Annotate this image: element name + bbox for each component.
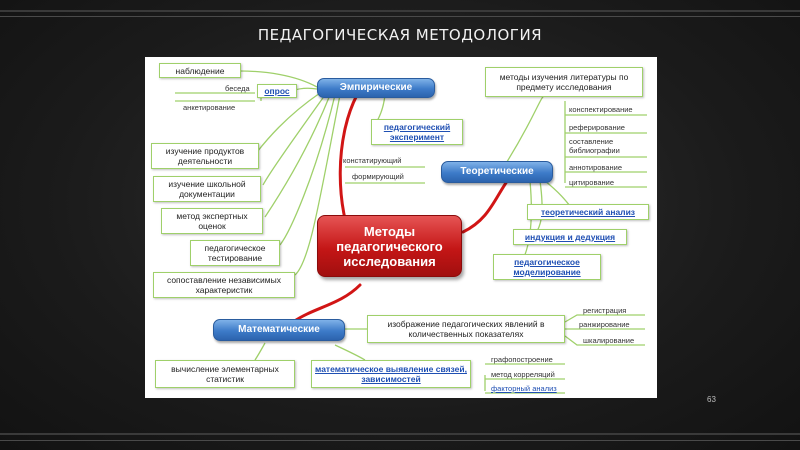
- leaf-citing: цитирование: [569, 178, 615, 187]
- leaf-ascertaining: констатирующий: [343, 156, 402, 165]
- node-modeling: педагогическое моделирование: [493, 254, 601, 280]
- branch-theoretical: Теоретические: [441, 161, 553, 183]
- connector-expert: [264, 94, 331, 218]
- node-elementary-stats: вычисление элементарных статистик: [155, 360, 295, 388]
- connector-testing: [279, 94, 336, 246]
- connector-literature: [504, 94, 546, 166]
- slide-title: ПЕДАГОГИЧЕСКАЯ МЕТОДОЛОГИЯ: [257, 26, 543, 44]
- leaf-summarizing: конспектирование: [569, 105, 633, 114]
- top-stripe-thin: [0, 16, 800, 17]
- node-literature: методы изучения литературы по предмету и…: [485, 67, 643, 97]
- connector-products: [256, 92, 321, 153]
- page-number: 63: [707, 395, 716, 404]
- modeling-link[interactable]: педагогическое моделирование: [513, 257, 581, 277]
- leaf-conversation: беседа: [225, 84, 250, 93]
- leaf-forming: формирующий: [352, 172, 404, 181]
- top-stripe: [0, 10, 800, 12]
- leaf-registration: регистрация: [583, 306, 627, 315]
- leaf-graphing: графопостроение: [491, 355, 553, 364]
- experiment-link[interactable]: педагогический эксперимент: [383, 122, 451, 142]
- leaf-questionnaire: анкетирование: [183, 103, 236, 112]
- node-analysis: теоретический анализ: [527, 204, 649, 220]
- bottom-stripe: [0, 433, 800, 435]
- bottom-stripe-thin: [0, 440, 800, 441]
- node-school-docs: изучение школьной документации: [153, 176, 261, 202]
- mind-map: Методы педагогического исследования Эмпи…: [145, 57, 657, 398]
- induction-link[interactable]: индукция и дедукция: [524, 232, 616, 242]
- leaf-correlation: метод корреляций: [491, 370, 555, 379]
- branch-mathematical: Математические: [213, 319, 345, 341]
- node-products: изучение продуктов деятельности: [151, 143, 259, 169]
- red-connector-mathematical: [291, 283, 362, 324]
- node-observation: наблюдение: [159, 63, 241, 78]
- leaf-line-scaling: [564, 335, 645, 346]
- survey-link[interactable]: опрос: [264, 86, 290, 96]
- node-comparison: сопоставление независимых характеристик: [153, 272, 295, 298]
- connector-observation: [239, 70, 318, 88]
- leaf-factor[interactable]: факторный анализ: [491, 384, 557, 393]
- connector-comparison: [294, 94, 341, 276]
- leaf-ranking: ранжирование: [579, 320, 630, 329]
- connector-elementary: [254, 342, 266, 361]
- node-induction: индукция и дедукция: [513, 229, 627, 245]
- node-expert: метод экспертных оценок: [161, 208, 263, 234]
- connector-modeling: [519, 180, 533, 266]
- connector-math-identification: [334, 344, 366, 361]
- leaf-reviewing: реферирование: [569, 123, 625, 132]
- branch-empirical: Эмпирические: [317, 78, 435, 98]
- leaf-line-registration: [564, 314, 645, 323]
- math-identification-link[interactable]: математическое выявление связей, зависим…: [315, 364, 467, 384]
- connector-school-docs: [262, 94, 326, 186]
- leaf-annotating: аннотирование: [569, 163, 623, 172]
- node-experiment: педагогический эксперимент: [371, 119, 463, 145]
- node-survey: опрос: [257, 84, 297, 98]
- analysis-link[interactable]: теоретический анализ: [540, 207, 636, 217]
- center-node: Методы педагогического исследования: [317, 215, 462, 277]
- leaf-bibliography: составление библиографии: [569, 137, 620, 155]
- node-testing: педагогическое тестирование: [190, 240, 280, 266]
- node-math-identification: математическое выявление связей, зависим…: [311, 360, 471, 388]
- red-connector-theoretical: [461, 175, 512, 234]
- node-representation: изображение педагогических явлений в кол…: [367, 315, 565, 343]
- leaf-scaling: шкалирование: [583, 336, 635, 345]
